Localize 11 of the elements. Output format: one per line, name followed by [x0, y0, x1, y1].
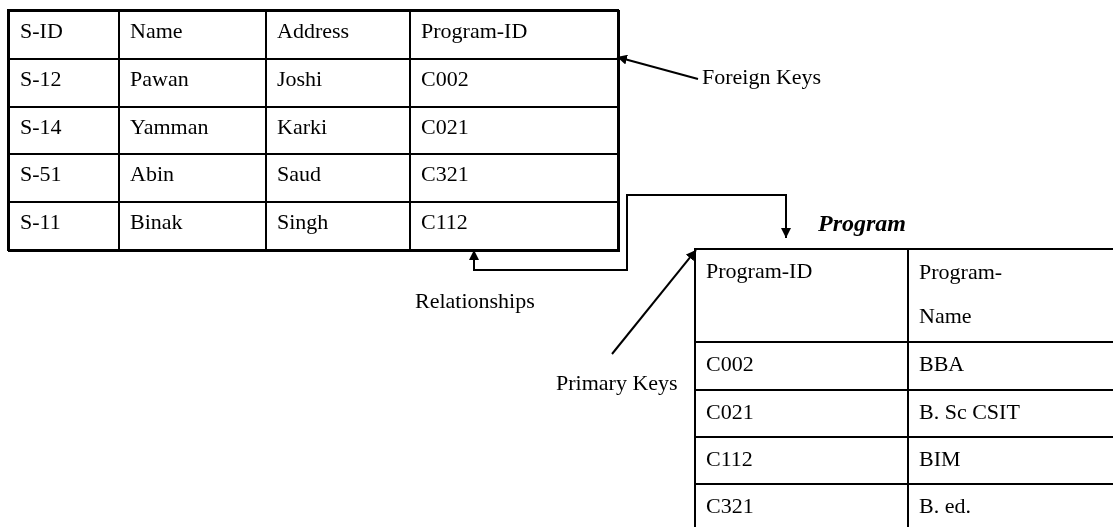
table-cell: C112	[409, 201, 620, 252]
leader-arrow	[611, 249, 697, 355]
table-cell: S-11	[8, 201, 120, 252]
connector-arrow	[469, 194, 791, 271]
callout-text: Foreign Keys	[702, 64, 822, 90]
edge-label: Relationships	[415, 288, 535, 314]
header-cell: Program-ID	[409, 10, 620, 60]
header-cell: Program-ID	[694, 248, 909, 343]
callout-text: Primary Keys	[556, 370, 678, 396]
header-cell: S-ID	[8, 10, 120, 60]
table-title: Program	[818, 210, 906, 236]
